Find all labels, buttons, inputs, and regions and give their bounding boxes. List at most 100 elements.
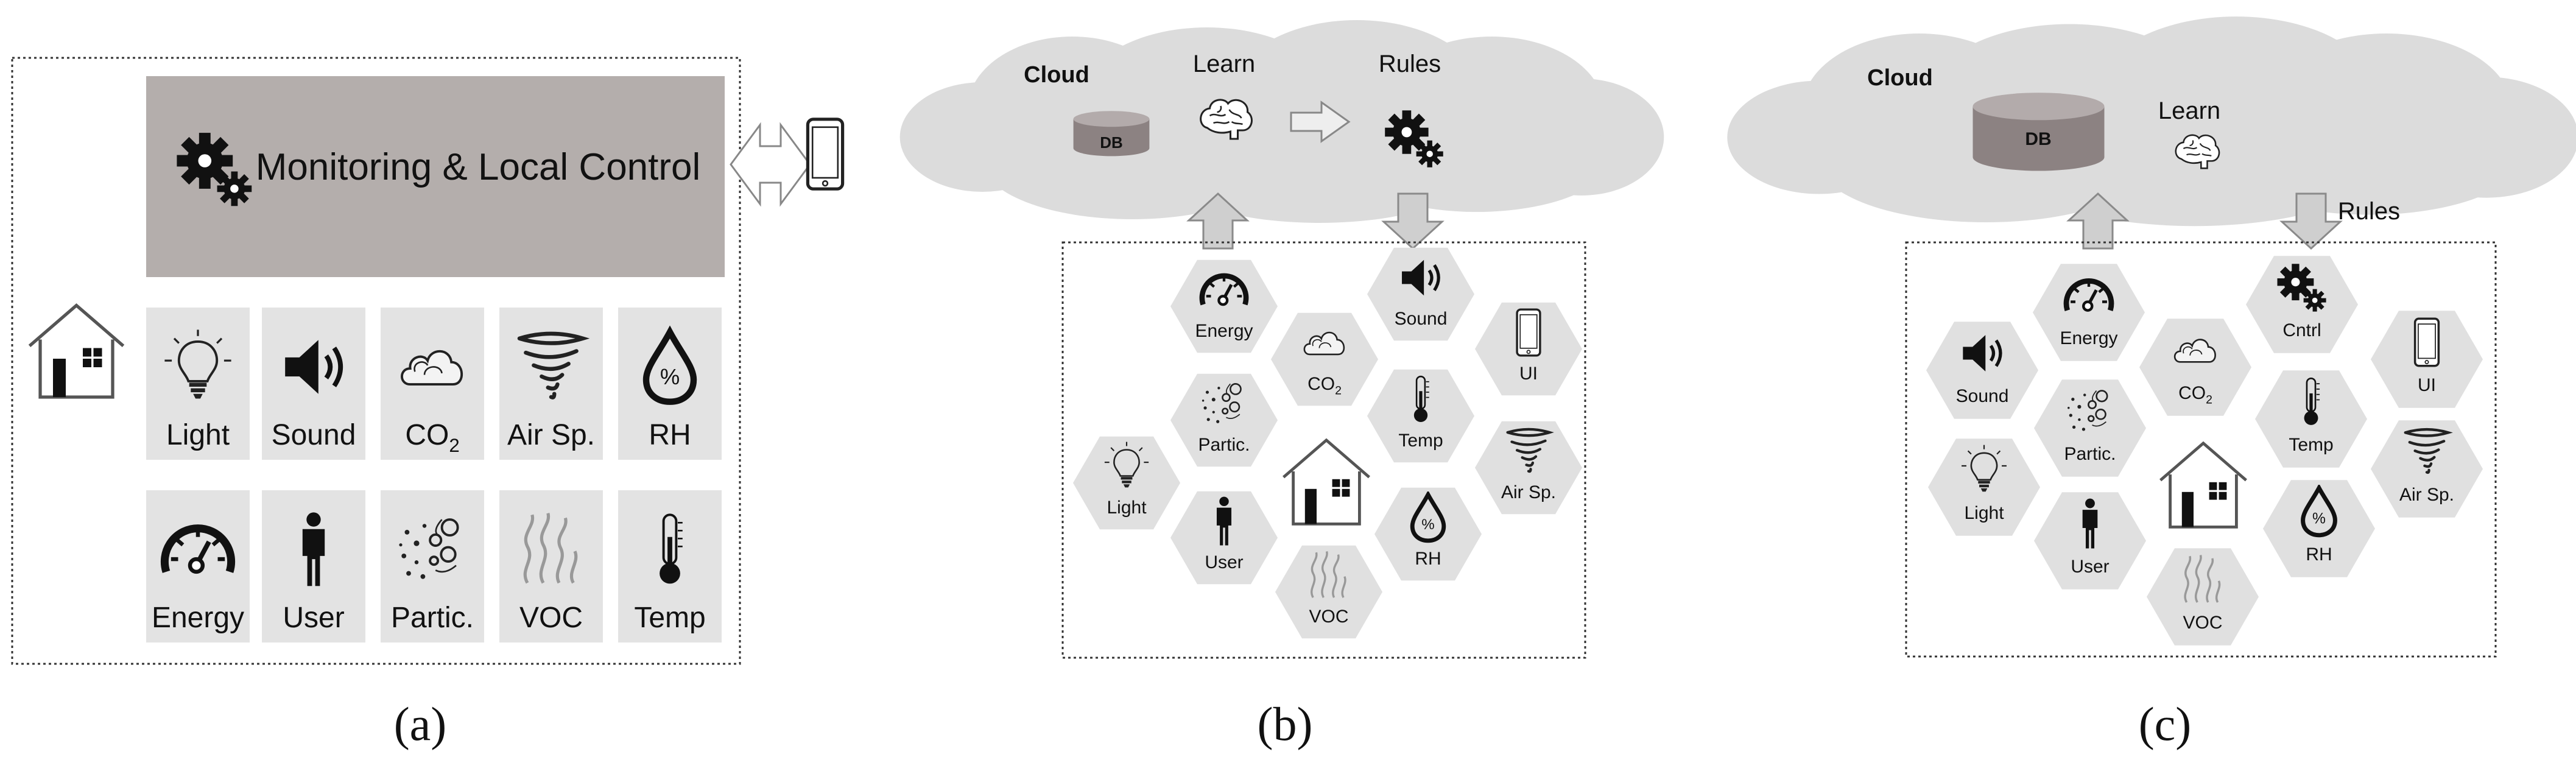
sensor-tile-label: CO2	[405, 419, 459, 456]
sensor-hex-bg	[2139, 319, 2251, 416]
sensor-tile-label: Partic.	[391, 602, 474, 634]
sensor-hex: Energy	[2033, 264, 2145, 361]
sensor-hex-label: Air Sp.	[2399, 485, 2454, 505]
arrow-upload	[2066, 192, 2130, 250]
db-label: DB	[1100, 133, 1123, 152]
sensor-hex-label: RH	[1415, 549, 1441, 569]
sensor-hex: User	[1170, 491, 1278, 585]
sensor-hex-label: Partic.	[2064, 444, 2116, 464]
house-icon	[30, 306, 124, 398]
sensor-hex-label: VOC	[1309, 607, 1348, 627]
sensor-hex-bg	[2371, 420, 2483, 518]
sensor-hex: Air Sp.	[1475, 421, 1582, 515]
sensor-tile: Energy	[146, 490, 250, 642]
sensor-hex	[1284, 440, 1370, 524]
phone-icon	[2413, 317, 2440, 367]
sensor-hex: VOC	[2147, 548, 2259, 646]
arrow-rules	[1381, 192, 1445, 250]
sensor-tile-bg	[499, 490, 603, 642]
sensor-tile-label: Light	[166, 419, 230, 451]
sensor-hex: Partic.	[1170, 373, 1278, 467]
sensor-hex-bg	[1367, 247, 1474, 341]
home-boundary	[1905, 241, 2497, 658]
sensor-hex-label: Temp	[2289, 435, 2333, 455]
sensor-hex-label: UI	[1519, 364, 1538, 384]
sensor-hex-label: User	[1205, 552, 1243, 572]
sensor-hex-label: Sound	[1395, 309, 1448, 329]
sensor-hex-bg	[2034, 492, 2146, 590]
monitoring-header-label: Monitoring & Local Control	[256, 146, 701, 188]
sensor-tile-label: Temp	[634, 602, 705, 634]
phone-icon	[808, 119, 842, 189]
sensor-tile: User	[262, 490, 365, 642]
sensor-hex-label: User	[2071, 557, 2109, 577]
sensor-hex-bg	[1275, 545, 1382, 639]
sensor-hex-label: Air Sp.	[1501, 482, 1556, 502]
panel-a-frame	[11, 57, 741, 665]
sensor-tile: Light	[146, 308, 250, 460]
sensor-hex-label: Cntrl	[2282, 320, 2321, 340]
sensor-hex: RH	[2263, 480, 2375, 577]
sensor-hex: Partic.	[2034, 379, 2146, 477]
sensor-hex-bg	[1475, 421, 1582, 515]
rules-label: Rules	[2338, 198, 2400, 225]
sensor-hex-label: Light	[1964, 503, 2004, 523]
sensor-tile-label: Air Sp.	[507, 419, 595, 451]
arrow-rules	[2279, 192, 2343, 250]
arrow-learn-to-rules	[1290, 100, 1351, 143]
caption-c: (c)	[2139, 697, 2192, 750]
sensor-hex-bg	[1170, 491, 1278, 585]
sensor-tile-label: Energy	[152, 602, 244, 634]
sensor-hex: User	[2034, 492, 2146, 590]
sensor-tile: Partic.	[381, 490, 484, 642]
sensor-hex-bg	[2263, 480, 2375, 577]
sensor-hex-label: Temp	[1398, 431, 1443, 451]
sensor-hex: Light	[1928, 438, 2040, 536]
sensor-tile: Air Sp.	[499, 308, 603, 460]
sensor-hex-label: VOC	[2183, 613, 2222, 633]
sensor-hex: Cntrl	[2246, 256, 2358, 353]
sensor-hex: UI	[2371, 311, 2483, 408]
sensor-hex: UI	[1475, 302, 1582, 396]
house-icon	[2161, 443, 2247, 527]
cloud-b	[899, 20, 1664, 223]
sensor-tile: VOC	[499, 490, 603, 642]
db-label: DB	[2025, 129, 2051, 149]
sensor-hex-label: Light	[1107, 498, 1147, 518]
sensor-hex-label: Energy	[1195, 321, 1253, 341]
sensor-hex-label: RH	[2306, 544, 2332, 565]
home-boundary	[1061, 241, 1586, 659]
house-icon	[1284, 440, 1370, 524]
sensor-tile: CO2	[381, 308, 484, 460]
sensor-hex: RH	[1374, 487, 1482, 581]
sensor-tile: Temp	[618, 490, 722, 642]
sensor-hex-bg	[1170, 373, 1278, 467]
sensor-hex-bg	[2246, 256, 2358, 353]
sensor-tile-label: Sound	[272, 419, 356, 451]
arrow-upload	[1186, 192, 1250, 250]
cloud-label: Cloud	[1024, 62, 1089, 88]
learn-label: Learn	[1193, 51, 1255, 77]
caption-a: (a)	[394, 697, 447, 750]
sensor-tile-label: RH	[649, 419, 691, 451]
sensor-hex: Sound	[1926, 322, 2038, 419]
sensor-hex-bg	[1926, 322, 2038, 419]
sensor-hex: CO2	[1271, 312, 1378, 406]
rules-label: Rules	[1379, 51, 1441, 77]
sensor-hex: Temp	[2255, 370, 2367, 468]
cloud-label: Cloud	[1867, 65, 1933, 91]
sensor-hex-bg	[1271, 312, 1378, 406]
sensor-hex: VOC	[1275, 545, 1382, 639]
sensor-hex-label: Energy	[2060, 328, 2117, 348]
sensor-hex: Energy	[1170, 259, 1278, 353]
sensor-hex-label: Sound	[1956, 386, 2009, 406]
sensor-hex-label: Partic.	[1198, 435, 1250, 455]
sensor-hex	[2161, 443, 2247, 527]
sensor-tile: RH	[618, 308, 722, 460]
sensor-hex: Air Sp.	[2371, 420, 2483, 518]
sensor-tile-label: User	[283, 602, 344, 634]
sensor-hex: Temp	[1367, 369, 1474, 463]
